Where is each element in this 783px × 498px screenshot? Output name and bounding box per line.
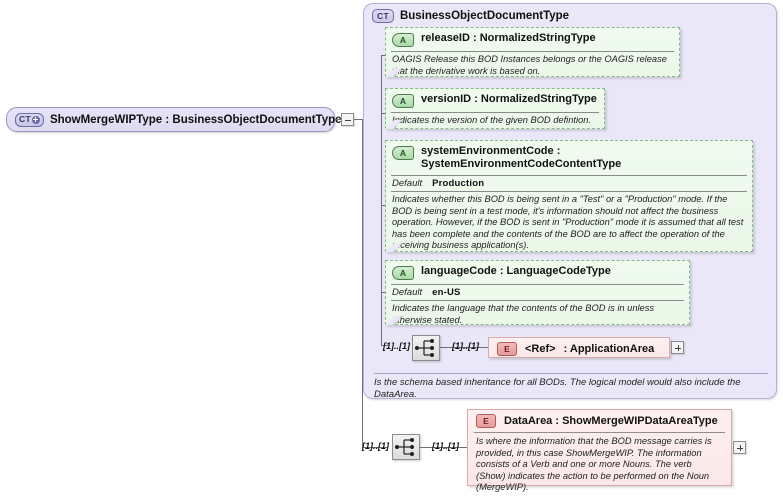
outer-sequence-right-cardinality: [1]..[1] [432,441,459,451]
connector-branch-sequence [381,345,388,346]
divider [391,51,674,52]
divider [391,300,684,301]
connector-branch-releaseid [381,55,388,56]
complextype-expand-icon: CT [15,112,44,127]
container-note: Is the schema based inheritance for all … [374,373,768,401]
attribute-systemenvironmentcode-head: A systemEnvironmentCode : SystemEnvironm… [386,141,752,175]
outer-sequence-left-cardinality: [1]..[1] [362,441,389,451]
root-complextype-label: ShowMergeWIPType : BusinessObjectDocumen… [49,113,342,126]
attribute-icon: A [392,146,414,160]
attribute-icon: A [392,266,414,280]
element-icon: E [476,414,496,428]
connector-main-trunk [362,119,363,448]
divider [391,112,599,113]
attribute-versionid-name: versionID : NormalizedStringType [421,93,597,105]
container-header: CT BusinessObjectDocumentType [372,9,569,23]
container-title: BusinessObjectDocumentType [399,10,570,22]
divider [391,191,747,192]
default-value: en-US [432,287,461,298]
root-complextype-box[interactable]: CT ShowMergeWIPType : BusinessObjectDocu… [6,107,342,132]
default-value: Production [432,178,485,189]
root-collapse-toggle[interactable] [341,113,354,126]
default-key: Default [392,287,423,298]
connector-trunk-to-outer-sequence [362,447,388,448]
element-icon: E [497,342,517,356]
connector-branch-languagecode [381,292,388,293]
attribute-systemenvironmentcode-name: systemEnvironmentCode : SystemEnvironmen… [421,145,622,170]
inner-sequence-right-cardinality: [1]..[1] [452,341,479,351]
sequence-compositor-icon [395,438,414,456]
complextype-icon-label: CT [19,114,31,124]
element-applicationarea-name: : ApplicationArea [563,343,655,355]
sequence-compositor-icon [415,339,434,357]
connector-inner-sequence-to-applicationarea [440,347,488,348]
applicationarea-expand-toggle[interactable] [671,341,684,354]
element-applicationarea-head: E <Ref> : ApplicationArea [489,338,669,360]
attribute-languagecode-name: languageCode : LanguageCodeType [421,265,611,277]
connector-branch-systemenvironmentcode [381,205,388,206]
attribute-releaseid-name: releaseID : NormalizedStringType [421,32,596,44]
element-applicationarea[interactable]: E <Ref> : ApplicationArea [488,337,670,358]
element-dataarea-description: Is where the information that the BOD me… [476,436,712,493]
inner-sequence-left-cardinality: [1]..[1] [383,341,410,351]
attribute-icon: A [392,94,414,108]
dataarea-expand-toggle[interactable] [733,441,746,454]
connector-toggle-right [354,119,363,120]
element-applicationarea-ref: <Ref> [525,343,556,355]
attribute-systemenvironmentcode-default: Default Production [386,176,752,191]
attribute-versionid-head: A versionID : NormalizedStringType [386,89,604,112]
attribute-languagecode-description: Indicates the language that the contents… [392,303,655,325]
attribute-languagecode-head: A languageCode : LanguageCodeType [386,261,689,284]
connector-root-to-toggle [335,119,341,120]
attribute-releaseid[interactable]: A releaseID : NormalizedStringType OAGIS… [385,27,680,77]
inner-sequence-compositor[interactable] [412,335,440,361]
attribute-versionid[interactable]: A versionID : NormalizedStringType Indic… [385,88,605,129]
element-dataarea-head: E DataArea : ShowMergeWIPDataAreaType [468,410,731,432]
connector-attribute-spine [381,55,382,345]
default-key: Default [392,178,423,189]
divider [474,432,725,433]
attribute-languagecode-default: Default en-US [386,285,689,300]
divider [391,284,684,285]
connector-outer-sequence-to-dataarea [420,447,468,448]
outer-sequence-compositor[interactable] [392,434,420,460]
attribute-systemenvironmentcode-description: Indicates whether this BOD is being sent… [392,194,744,251]
connector-branch-versionid [381,113,388,114]
attribute-versionid-description: Indicates the version of the given BOD d… [392,115,591,125]
complextype-icon: CT [372,9,394,23]
element-dataarea-name: DataArea : ShowMergeWIPDataAreaType [504,415,718,427]
attribute-releaseid-head: A releaseID : NormalizedStringType [386,28,679,51]
element-dataarea[interactable]: E DataArea : ShowMergeWIPDataAreaType Is… [467,409,732,492]
attribute-icon: A [392,33,414,47]
attribute-languagecode[interactable]: A languageCode : LanguageCodeType Defaul… [385,260,690,325]
divider [391,175,747,176]
attribute-releaseid-description: OAGIS Release this BOD Instances belongs… [392,54,667,76]
attribute-systemenvironmentcode[interactable]: A systemEnvironmentCode : SystemEnvironm… [385,140,753,252]
